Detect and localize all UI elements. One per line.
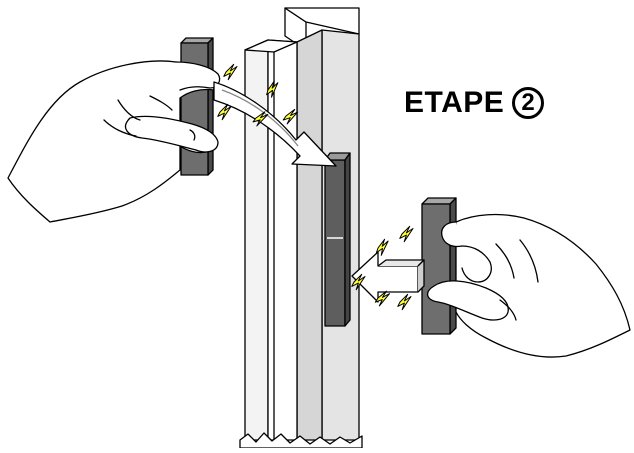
aluminium-rail (239, 7, 363, 449)
block-arrow-icon (351, 251, 425, 303)
step-label: ETAPE 2 (404, 86, 545, 120)
lightning-bolt-icon (351, 273, 366, 291)
left-hand (7, 60, 221, 223)
lightning-bolt-icon (223, 63, 238, 81)
lightning-bolt-icon (252, 111, 269, 127)
lightning-bolt-icon (375, 238, 389, 256)
left-magnet (180, 37, 214, 176)
lightning-bolt-icon (282, 108, 299, 125)
lightning-bolt-icon (217, 103, 232, 121)
right-magnet (421, 197, 457, 335)
lightning-bolt-icon (374, 290, 391, 307)
lightning-bolt-icon (397, 293, 412, 311)
lightning-bolt-icon (266, 80, 279, 98)
right-hand (427, 213, 631, 358)
step-word: ETAPE (404, 86, 505, 119)
magnetic-sparks (217, 63, 414, 311)
curved-arrow-icon (213, 81, 337, 167)
lightning-bolt-icon (399, 225, 414, 243)
step-number-badge: 2 (512, 87, 545, 119)
